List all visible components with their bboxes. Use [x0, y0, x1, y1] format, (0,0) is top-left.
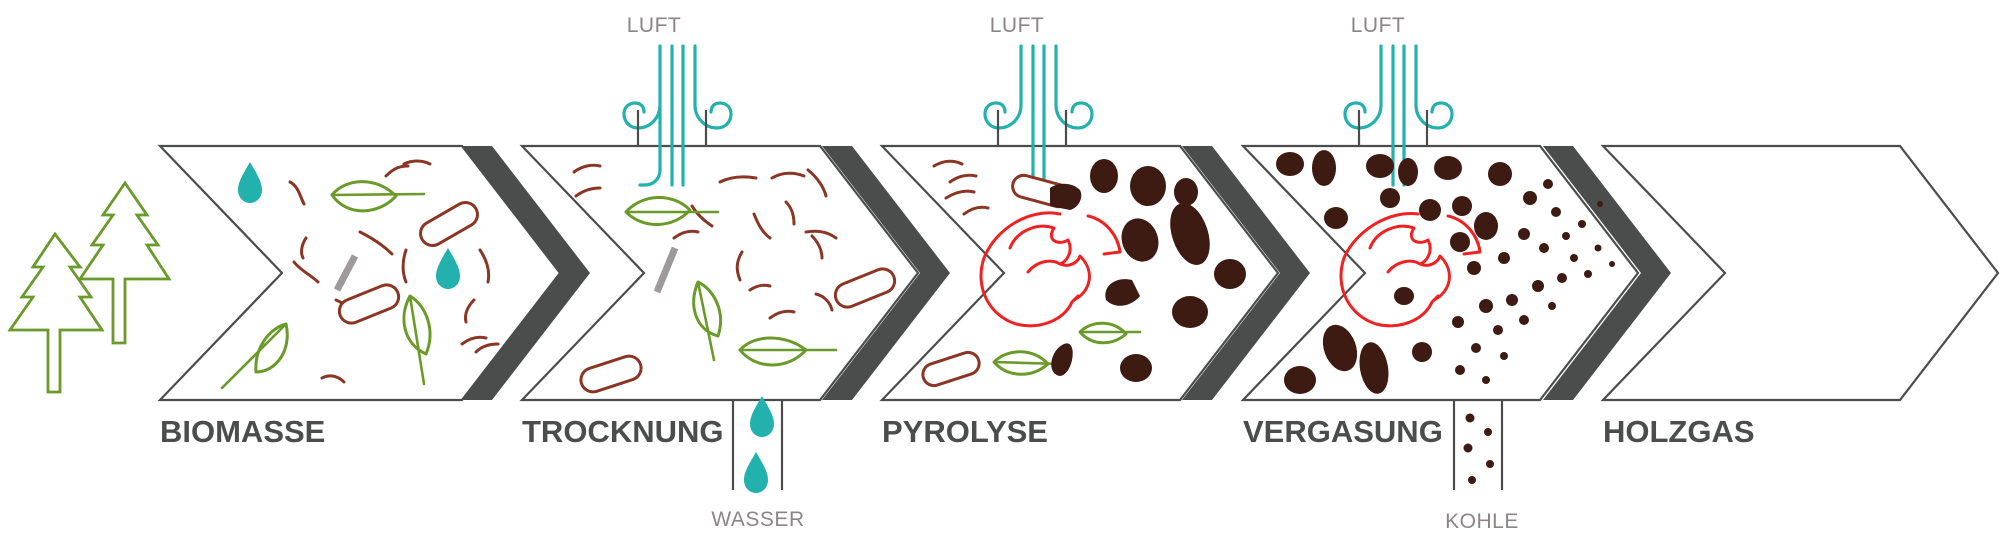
air-label: LUFT: [627, 14, 682, 37]
charcoal-particles: [1452, 179, 1615, 484]
leaf-icon: [992, 350, 1062, 376]
separator-chevron: [462, 146, 590, 400]
water-drop-icon: [436, 248, 460, 289]
twig: [653, 246, 679, 294]
leaf-icon: [1078, 321, 1142, 345]
stage-label-trocknung: TROCKNUNG: [522, 414, 724, 449]
charcoal-outlet-pipe: [1452, 400, 1504, 490]
leaf-icon: [692, 280, 723, 362]
biomass-contents: [220, 159, 500, 390]
flame-icon: [979, 211, 1122, 328]
charcoal-icon: [1050, 159, 1246, 382]
air-inlet-duct: [636, 110, 1429, 146]
water-drop-icon: [750, 396, 774, 437]
air-label: LUFT: [990, 14, 1045, 37]
gasification-contents: [1276, 150, 1615, 484]
water-label: WASSER: [711, 508, 804, 531]
water-drop-icon: [744, 452, 768, 493]
stage-trocknung-chevron: [519, 144, 920, 402]
leaf-icon: [402, 294, 432, 386]
air-flow-icon: [622, 44, 733, 187]
air-label: LUFT: [1351, 14, 1406, 37]
tree-icon: [7, 231, 105, 394]
stage-label-vergasung: VERGASUNG: [1243, 414, 1443, 449]
leaf-icon: [624, 196, 720, 226]
water-outlet-pipe: [731, 400, 784, 490]
charcoal-icon: [1276, 150, 1512, 394]
drying-contents: [572, 163, 897, 493]
charcoal-label: KOHLE: [1445, 510, 1519, 533]
pyrolysis-contents: [921, 159, 1246, 388]
flame-icon: [1339, 212, 1482, 328]
separator-chevron: [1182, 146, 1310, 400]
leaf-icon: [330, 180, 426, 213]
leaf-icon: [738, 336, 838, 367]
twig: [333, 254, 359, 292]
stage-label-holzgas: HOLZGAS: [1603, 414, 1755, 449]
separator-chevron: [822, 146, 950, 400]
separator-chevron: [1543, 146, 1671, 400]
stage-label-pyrolyse: PYROLYSE: [882, 414, 1048, 449]
stage-label-biomasse: BIOMASSE: [160, 414, 325, 449]
water-drop-icon: [238, 162, 262, 203]
leaf-icon: [220, 322, 289, 390]
stage-holzgas-chevron: [1600, 144, 2000, 402]
tree-icon: [77, 180, 172, 345]
